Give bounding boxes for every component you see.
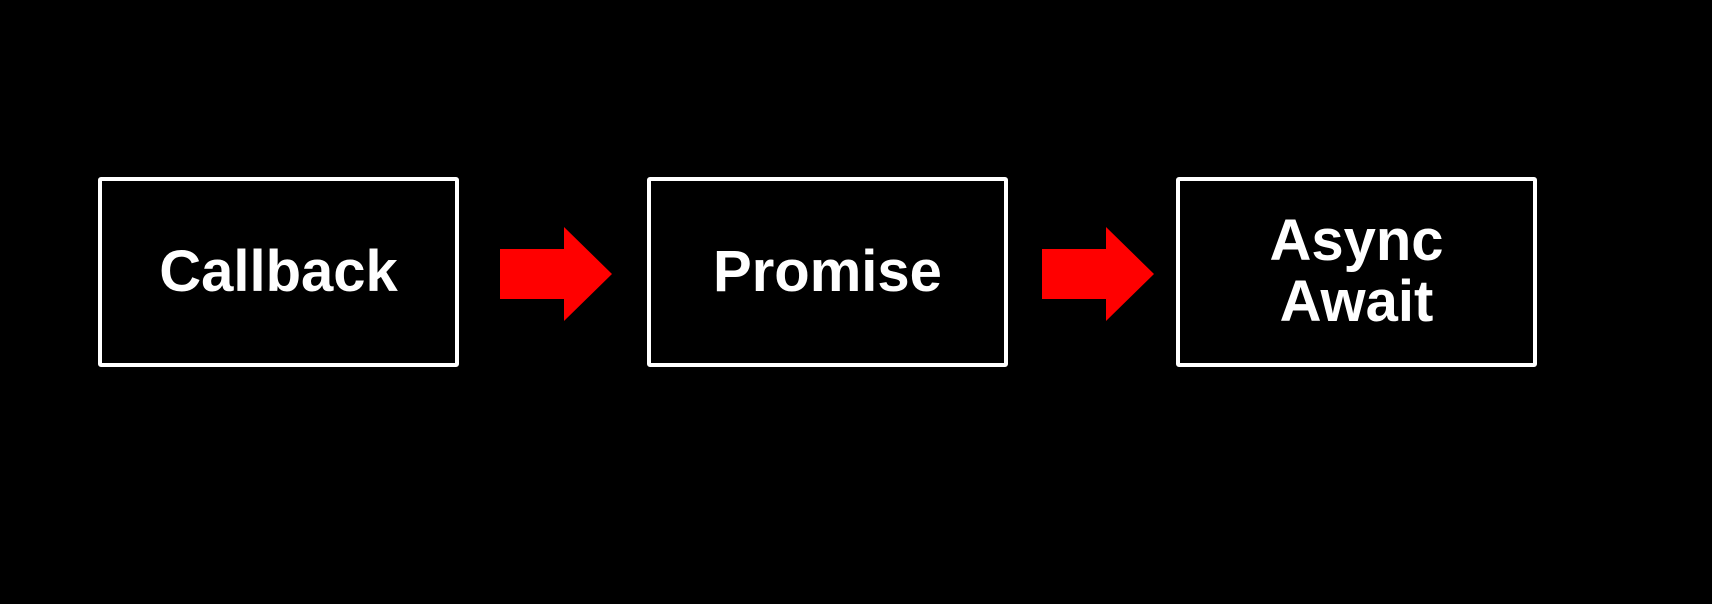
step-label-callback: Callback — [159, 238, 398, 304]
right-arrow-icon — [1042, 227, 1154, 321]
step-box-promise: Promise — [647, 177, 1008, 367]
step-label-async-await: Async Await — [1269, 208, 1444, 334]
right-arrow-icon — [500, 227, 612, 321]
step-box-callback: Callback — [98, 177, 459, 367]
arrow-shape — [1042, 227, 1154, 321]
step-label-promise: Promise — [713, 238, 942, 304]
arrow-shape — [500, 227, 612, 321]
step-box-async-await: Async Await — [1176, 177, 1537, 367]
